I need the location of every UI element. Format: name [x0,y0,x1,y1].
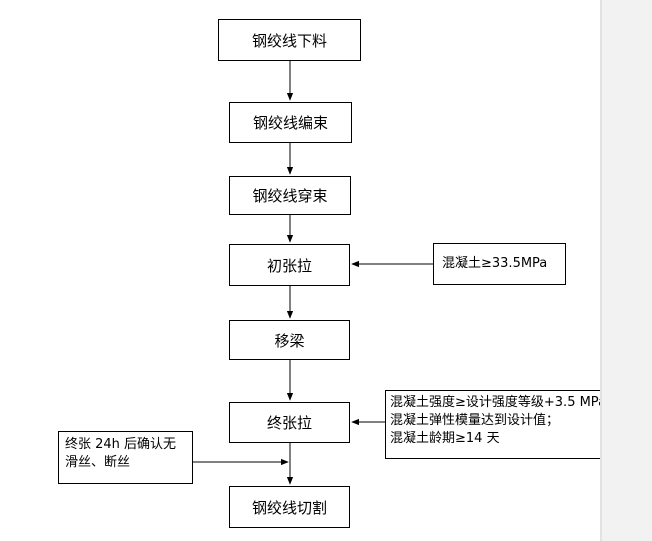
note-final-tension-conditions: 混凝土强度≥设计强度等级+3.5 MPa； 混凝土弹性模量达到设计值； 混凝土龄… [385,390,627,459]
note-initial-tension-condition: 混凝土≥33.5MPa [433,243,566,285]
diagram-canvas: 钢绞线下料 钢绞线编束 钢绞线穿束 初张拉 移梁 终张拉 钢绞线切割 混凝土≥3… [58,19,627,528]
page-gutter [600,0,652,541]
step-strand-cutting-to-length: 钢绞线下料 [218,19,361,61]
flow-arrows [193,61,433,485]
note-final-line-1: 混凝土强度≥设计强度等级+3.5 MPa； [390,395,620,410]
step-strand-cutting: 钢绞线切割 [229,486,350,528]
step-strand-bundling: 钢绞线编束 [229,102,352,143]
note-final-line-2: 混凝土弹性模量达到设计值； [390,413,560,428]
note-cutting-line-2: 滑丝、断丝 [65,455,131,470]
step-final-tension: 终张拉 [229,402,350,443]
note-initial-text: 混凝土≥33.5MPa [442,256,548,271]
note-cutting-line-1: 终张 24h 后确认无 [65,437,177,452]
step-initial-tension: 初张拉 [229,244,350,286]
step-strand-threading: 钢绞线穿束 [229,176,351,215]
note-cutting-condition: 终张 24h 后确认无 滑丝、断丝 [58,431,193,484]
step-beam-moving: 移梁 [229,320,350,360]
note-final-line-3: 混凝土龄期≥14 天 [390,431,500,446]
